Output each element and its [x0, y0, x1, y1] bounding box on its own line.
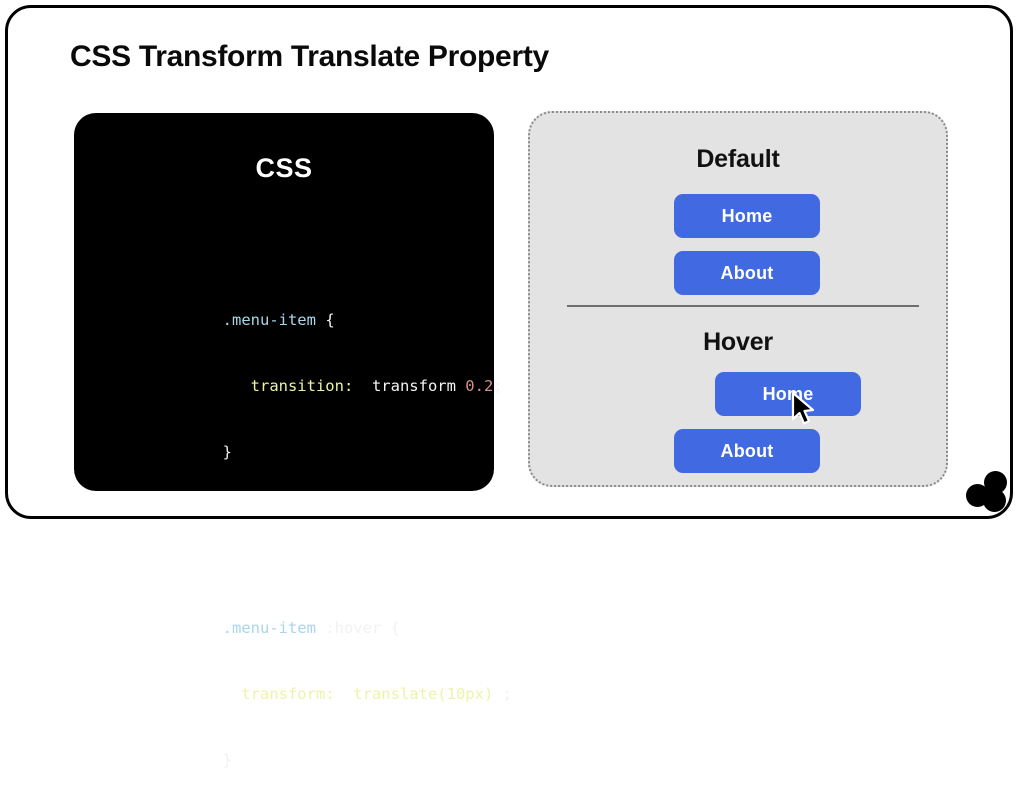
outer-frame-border	[5, 5, 1013, 519]
code-token-punct: ;	[493, 685, 512, 703]
code-block: .menu-item { transition: transform 0.2; …	[148, 243, 512, 793]
code-token-number: 0.2	[465, 377, 494, 395]
code-line: .menu-item {	[148, 287, 478, 329]
code-token-value: transform	[353, 377, 466, 395]
code-token-function: translate(10px)	[334, 685, 494, 703]
code-token-selector: .menu-item	[222, 311, 316, 329]
css-code-card: CSS .menu-item { transition: transform 0…	[74, 113, 512, 769]
logo-circle-right	[983, 489, 1006, 512]
three-circles-logo	[966, 471, 1010, 515]
code-line: .menu-item :hover {	[148, 595, 478, 637]
default-home-button[interactable]: Home	[674, 194, 820, 238]
code-blank-line	[148, 507, 478, 529]
default-about-button[interactable]: About	[674, 251, 820, 295]
hover-section-heading: Hover	[703, 328, 773, 356]
code-line: transition: transform 0.2;	[148, 353, 503, 395]
code-token-punct: :hover {	[315, 619, 400, 637]
demo-panel: Default Home About Hover Home About	[528, 111, 948, 487]
code-token-punct: ;	[493, 377, 503, 395]
code-token-punct: {	[315, 311, 335, 329]
screenshot-canvas: CSS Transform Translate Property CSS .me…	[5, 5, 1013, 769]
page-title: CSS Transform Translate Property	[70, 40, 549, 73]
code-line: }	[148, 727, 478, 769]
code-card-heading: CSS	[255, 153, 313, 183]
code-token-property: transform:	[222, 685, 335, 703]
code-token-property: transition:	[222, 377, 354, 395]
code-line: }	[148, 419, 478, 461]
code-token-selector: .menu-item	[222, 619, 316, 637]
code-line: transform: translate(10px) ;	[148, 661, 512, 703]
section-divider	[567, 305, 919, 307]
code-token-punct: }	[222, 751, 232, 769]
default-section-heading: Default	[696, 145, 780, 173]
logo-circle-top	[984, 471, 1007, 494]
hover-home-button[interactable]: Home	[715, 372, 861, 416]
code-token-punct: }	[222, 443, 232, 461]
hover-about-button[interactable]: About	[674, 429, 820, 473]
